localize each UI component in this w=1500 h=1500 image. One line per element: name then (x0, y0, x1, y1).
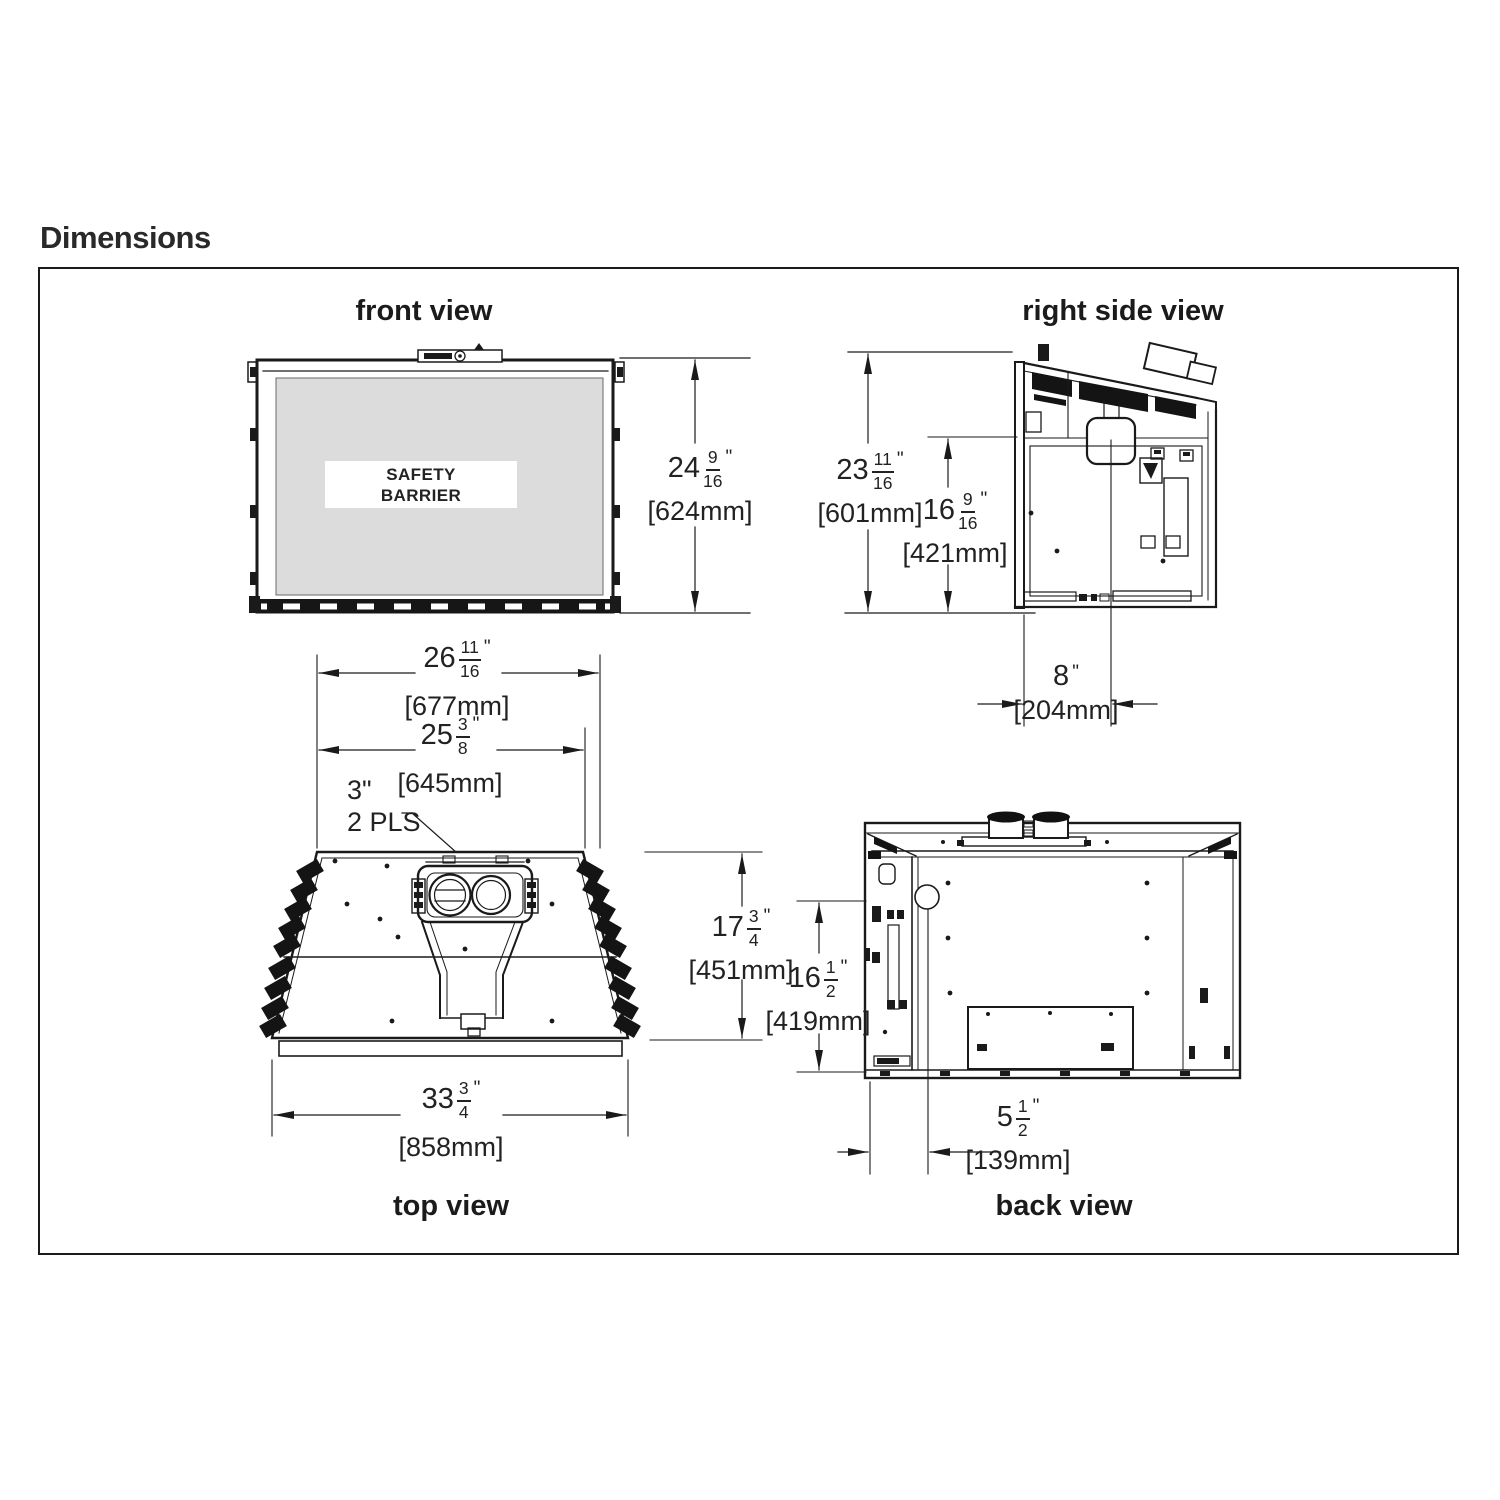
dim-inches: 23 (836, 454, 869, 487)
inch-mark: " (473, 1078, 481, 1099)
inch-mark: " (1032, 1096, 1040, 1117)
dim-lines-side-collar-depth (977, 607, 1158, 727)
dim-inches: 25 (420, 719, 453, 752)
dim-mm: [139mm] (965, 1145, 1071, 1176)
back-view-drawing (863, 811, 1242, 1080)
collar-note: 3" 2 PLS (347, 774, 421, 838)
dim-side-collar-depth: 8" [204mm] (986, 662, 1146, 724)
diagram-frame (38, 267, 1459, 1255)
dim-mm: [204mm] (1013, 695, 1119, 725)
back-left-panel (865, 856, 919, 1071)
dim-inches: 33 (421, 1083, 454, 1116)
dim-inches: 5 (996, 1101, 1013, 1134)
dim-inches: 24 (667, 452, 701, 485)
dim-mm: [677mm] (404, 691, 510, 722)
inch-mark: " (763, 906, 771, 927)
dim-lines-front-height (619, 357, 751, 614)
right-side-view-drawing (1013, 341, 1218, 609)
safety-line1: SAFETY (386, 464, 456, 484)
back-access-panel (967, 1006, 1134, 1070)
top-view-label: top view (392, 1190, 509, 1222)
inch-mark: " (896, 449, 904, 470)
dim-lines-base-width (271, 1059, 629, 1137)
dim-mm: [601mm] (817, 498, 923, 529)
page-title: Dimensions (40, 220, 211, 255)
dim-mm: [645mm] (397, 768, 503, 799)
inch-mark: " (483, 637, 491, 658)
dim-lines-back-offset (837, 908, 1001, 1175)
side-vent-collar (1142, 341, 1218, 386)
inch-mark: " (725, 447, 733, 468)
dim-inches: 16 (922, 494, 956, 527)
top-flue-collars (411, 855, 539, 924)
dim-mm: [451mm] (688, 955, 794, 986)
top-vents-left (259, 858, 324, 1039)
top-funnel (420, 920, 525, 1037)
collar-note-line1: 3" (347, 775, 372, 805)
safety-barrier-label: SAFETY BARRIER (325, 461, 517, 508)
dim-lines-side-height (844, 351, 1036, 614)
safety-line2: BARRIER (380, 485, 462, 505)
dim-mm: [624mm] (647, 496, 753, 527)
dim-lines-top-depth (644, 851, 763, 1041)
dim-mm: [421mm] (902, 538, 1008, 569)
collar-note-line2: 2 PLS (347, 807, 421, 837)
right-side-view-label: right side view (1022, 295, 1224, 327)
dim-mm: [858mm] (398, 1132, 504, 1163)
dim-inches: 16 (788, 962, 821, 995)
inch-mark: " (1072, 662, 1079, 683)
inch-mark: " (472, 714, 480, 735)
top-screws (332, 858, 555, 1024)
dim-inches: 26 (423, 642, 456, 675)
dim-lines-back-height (796, 900, 867, 1073)
back-screws (941, 840, 1150, 996)
dim-mm: [419mm] (765, 1006, 871, 1037)
back-view-label: back view (995, 1190, 1133, 1222)
inch-mark: " (840, 957, 848, 978)
inch-mark: " (980, 489, 988, 510)
front-view-label: front view (355, 295, 493, 327)
top-view-drawing (259, 654, 641, 1057)
gas-line-hole (914, 884, 940, 910)
top-vents-right (576, 858, 641, 1039)
dim-inches: 17 (711, 911, 744, 944)
back-vent-collars (957, 811, 1091, 847)
dim-inches: 8 (1053, 660, 1070, 692)
